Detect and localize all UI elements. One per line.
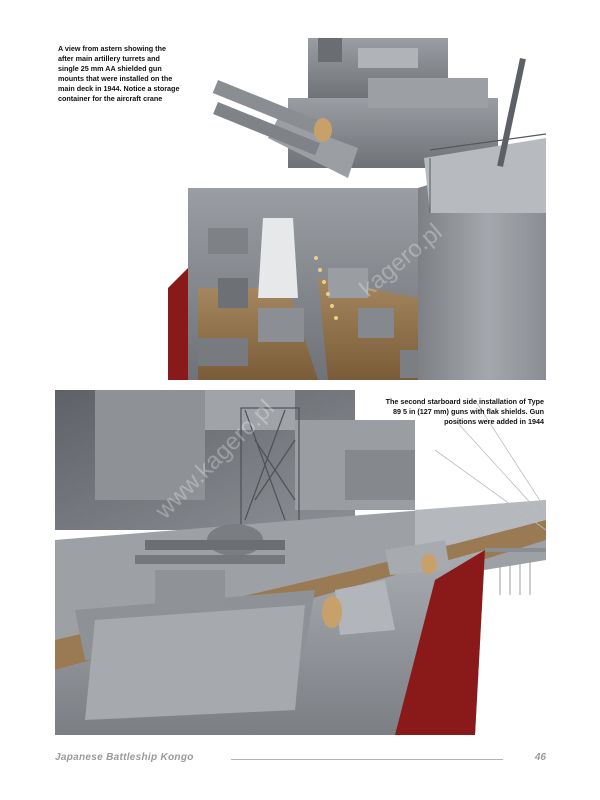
bottom-render-image: www.kagero.pl [55, 390, 546, 735]
top-image-caption: A view from astern showing the after mai… [58, 44, 180, 103]
page-footer: Japanese Battleship Kongo 46 [55, 752, 546, 768]
page-number: 46 [534, 752, 546, 763]
book-title: Japanese Battleship Kongo [55, 752, 194, 763]
top-render-image: kagero.pl [168, 38, 546, 380]
bottom-image-caption: The second starboard side installation o… [385, 397, 544, 426]
footer-rule [231, 759, 503, 760]
